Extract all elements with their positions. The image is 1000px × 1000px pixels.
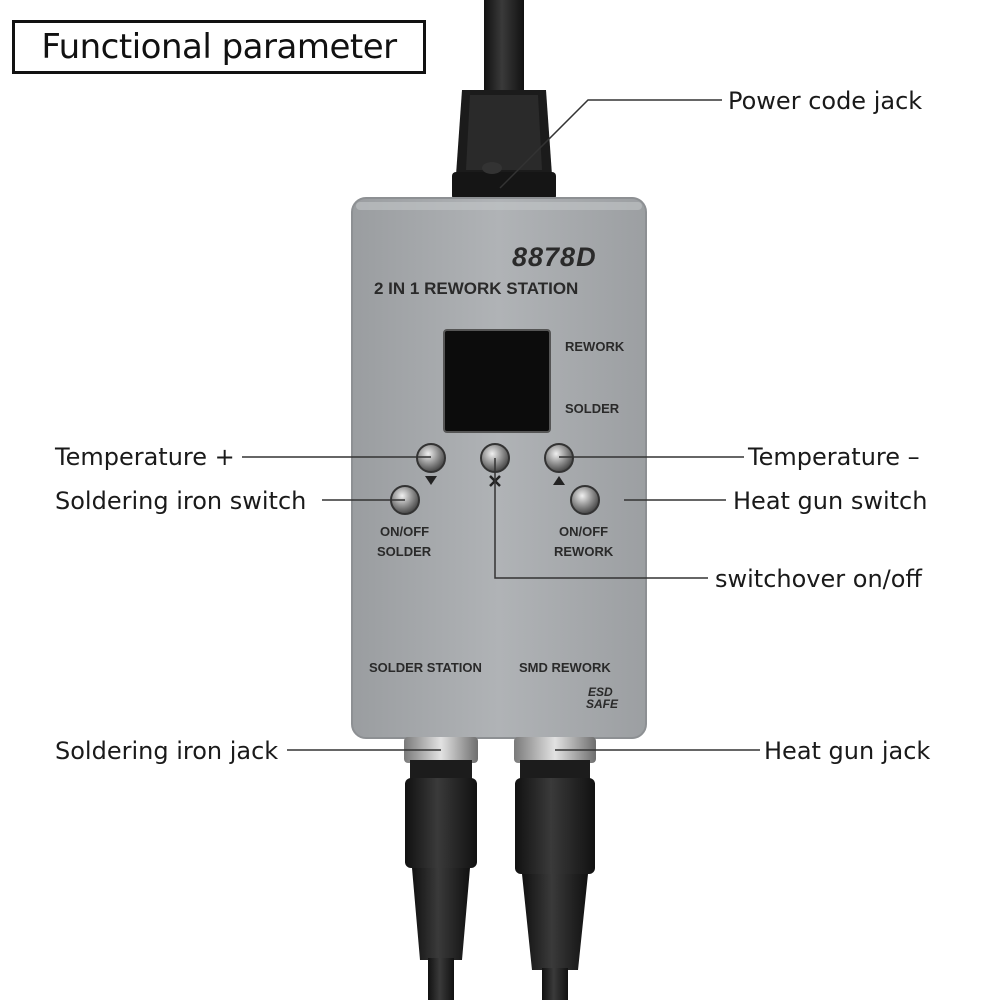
title-box: Functional parameter (12, 20, 426, 74)
esd-label-line1: ESD (588, 685, 613, 699)
power-jack-line (499, 99, 722, 189)
temp-minus-button[interactable] (544, 443, 574, 473)
power-cable (452, 0, 556, 200)
down-arrow-icon (425, 476, 437, 485)
onoff-rework-line1: ON/OFF (559, 524, 609, 539)
model-label: 8878D (512, 242, 597, 272)
switchover-line (494, 458, 708, 579)
subtitle-label: 2 IN 1 REWORK STATION (374, 279, 579, 298)
display-screen (443, 329, 551, 433)
onoff-rework-line2: REWORK (554, 544, 614, 559)
mode-solder-label: SOLDER (565, 401, 620, 416)
temp-plus-button[interactable] (416, 443, 446, 473)
esd-label-line2: SAFE (586, 697, 619, 711)
rework-onoff-button[interactable] (570, 485, 600, 515)
up-arrow-icon (553, 476, 565, 485)
callout-power-jack: Power code jack (728, 87, 923, 115)
heat-gun-connector (514, 737, 596, 1000)
callout-iron-switch: Soldering iron switch (55, 487, 307, 515)
mode-rework-label: REWORK (565, 339, 625, 354)
callout-temp-plus: Temperature + (55, 443, 235, 471)
callout-lines (242, 99, 760, 751)
callout-heat-gun-jack: Heat gun jack (764, 737, 931, 765)
callout-heat-gun-switch: Heat gun switch (733, 487, 928, 515)
onoff-solder-line1: ON/OFF (380, 524, 430, 539)
callout-iron-jack: Soldering iron jack (55, 737, 279, 765)
callout-switchover: switchover on/off (715, 565, 922, 593)
callout-temp-minus: Temperature – (748, 443, 920, 471)
page-title: Functional parameter (41, 27, 397, 67)
port-left-label: SOLDER STATION (369, 660, 482, 675)
onoff-solder-line2: SOLDER (377, 544, 432, 559)
port-right-label: SMD REWORK (519, 660, 611, 675)
soldering-iron-connector (404, 737, 478, 1000)
